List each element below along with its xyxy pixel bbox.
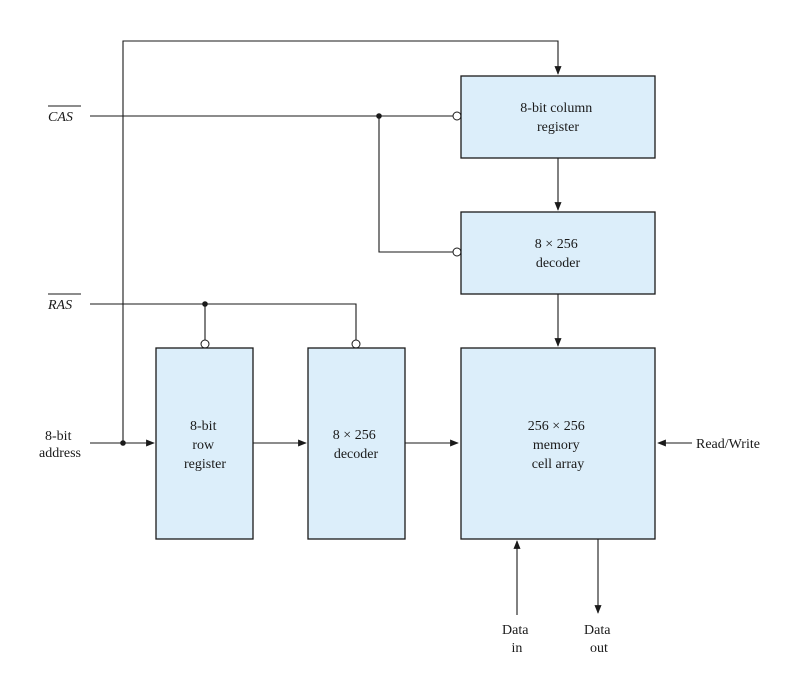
ras-row-register-bubble bbox=[200, 339, 210, 349]
address-to-column-register-wire bbox=[122, 40, 562, 443]
memory-array-block bbox=[460, 347, 656, 540]
address-junction-dot bbox=[120, 440, 126, 446]
row-register-block bbox=[155, 347, 254, 540]
memory-array-label: 256 × 256 memory cell array bbox=[528, 419, 588, 472]
cas-column-decoder-bubble bbox=[452, 247, 462, 257]
address-signal-label: 8-bit address bbox=[39, 429, 81, 461]
cas-to-column-decoder-wire bbox=[378, 116, 453, 253]
column-decoder-block bbox=[460, 211, 656, 295]
read-write-label: Read/Write bbox=[696, 437, 760, 452]
cas-junction-dot bbox=[376, 113, 382, 119]
column-register-block bbox=[460, 75, 656, 159]
column-decoder-label: 8 × 256 decoder bbox=[535, 237, 581, 271]
column-register-label: 8-bit column register bbox=[520, 101, 595, 135]
ras-row-decoder-bubble bbox=[351, 339, 361, 349]
data-in-label: Data in bbox=[502, 623, 532, 656]
row-register-label: 8-bit row register bbox=[184, 419, 226, 472]
ras-line bbox=[90, 303, 357, 340]
cas-column-register-bubble bbox=[452, 111, 462, 121]
data-out-label: Data out bbox=[584, 623, 614, 656]
ras-signal-label: RAS bbox=[47, 298, 72, 313]
ras-junction-dot bbox=[202, 301, 208, 307]
cas-signal-label: CAS bbox=[48, 110, 73, 125]
row-decoder-label: 8 × 256 decoder bbox=[333, 428, 379, 462]
row-decoder-block bbox=[307, 347, 406, 540]
